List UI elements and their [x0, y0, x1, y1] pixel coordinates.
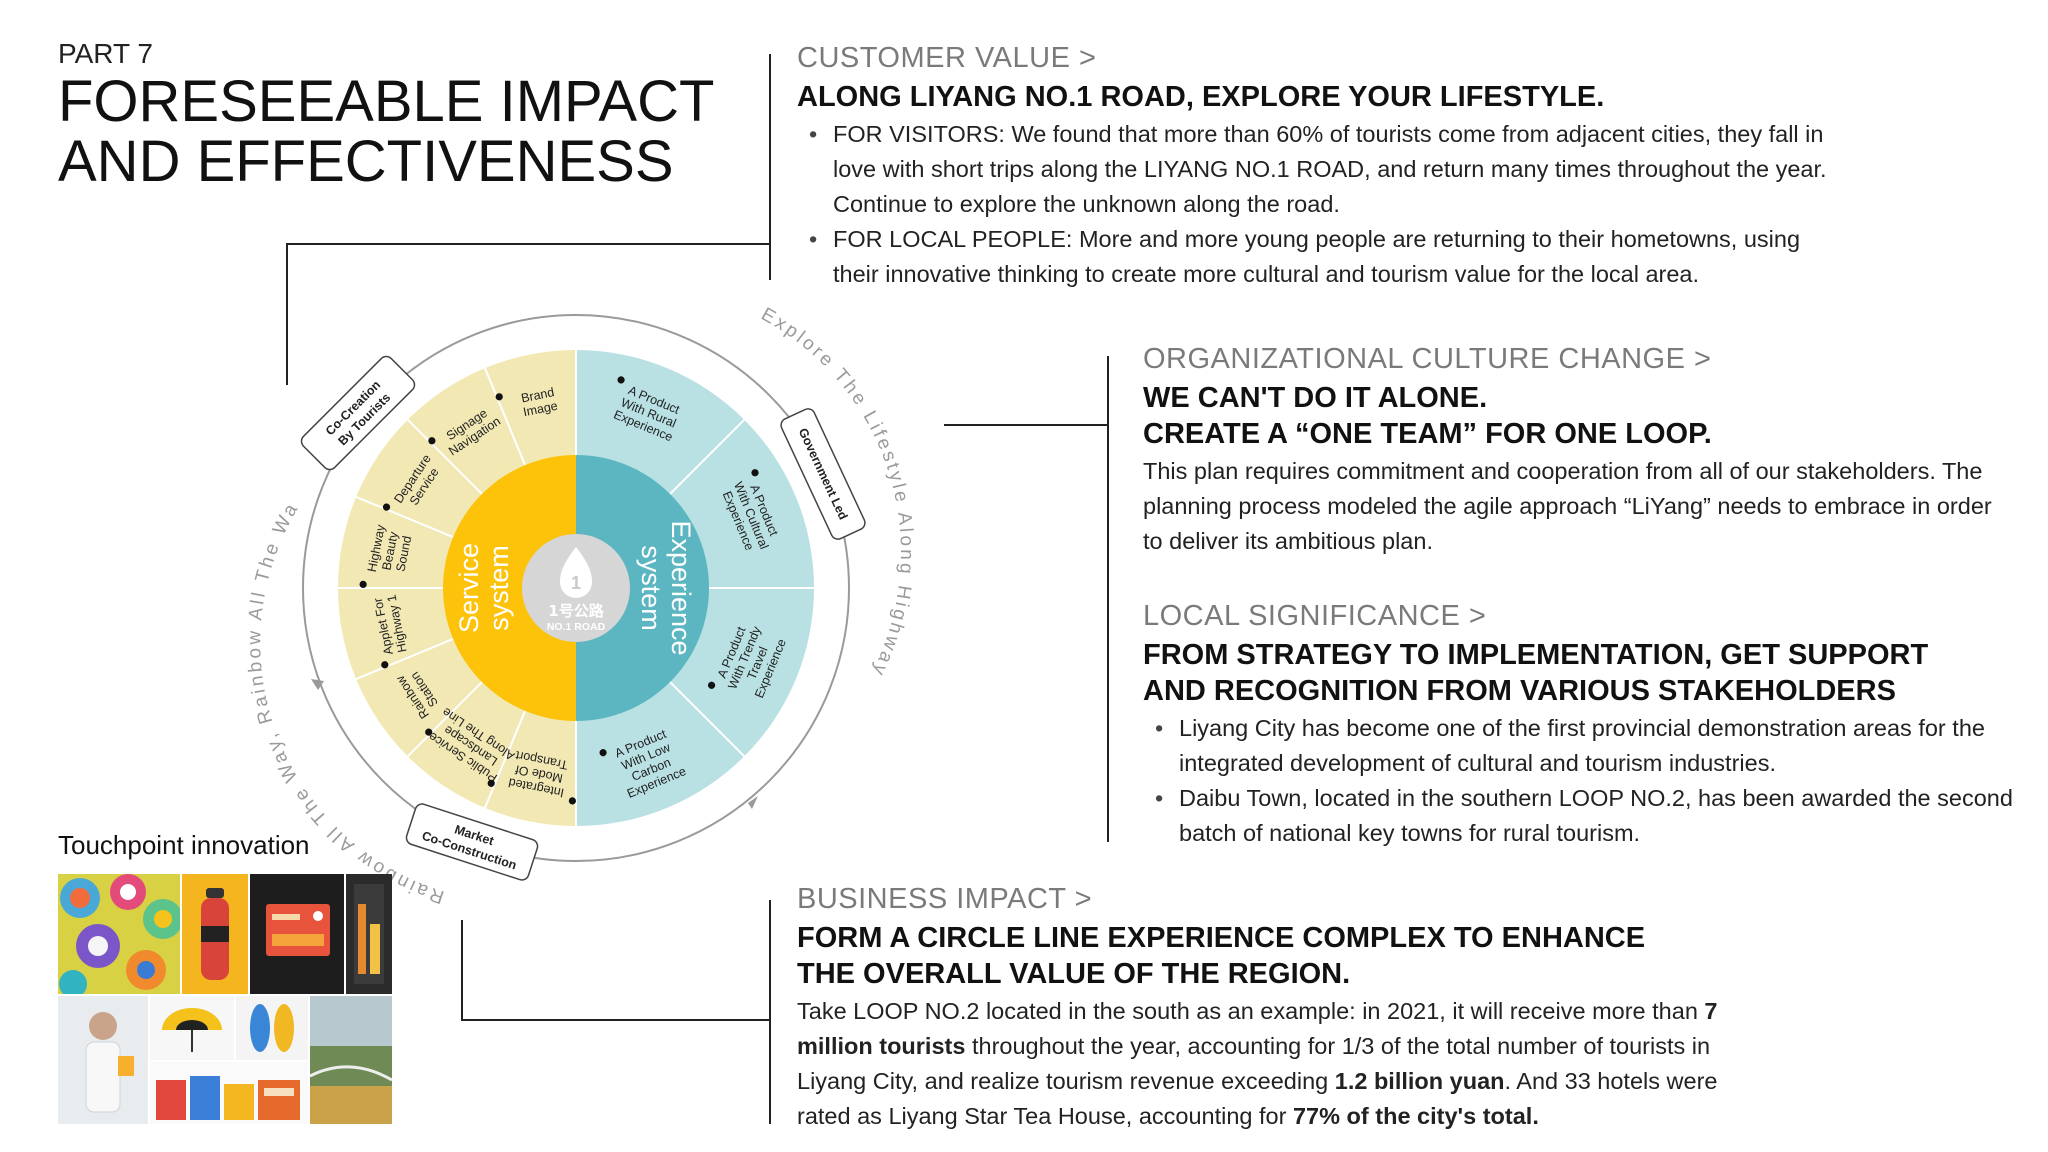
outer-loop-ring [302, 314, 850, 862]
customer-value-label: CUSTOMER VALUE > [797, 42, 1097, 74]
org-culture-body: This plan requires commitment and cooper… [1143, 458, 1992, 554]
business-impact-text-3: . And 33 hotels were rated as Liyang Sta… [797, 1068, 1718, 1129]
bullet-dot [428, 437, 436, 445]
center-label-cn: 1号公路 [548, 602, 604, 620]
collage-landscape-tile [310, 996, 392, 1124]
business-impact-highlight-tourists: 7 million tourists [797, 998, 1718, 1059]
loop-arrow-right [748, 796, 758, 809]
customer-value-bullet-locals: FOR LOCAL PEOPLE: More and more young pe… [809, 222, 1833, 292]
local-significance-bullet-1: Liyang City has become one of the first … [1155, 711, 2019, 781]
collage-pattern-tile [58, 874, 180, 994]
local-significance-label: LOCAL SIGNIFICANCE > [1143, 600, 1487, 632]
collage-package-tile [250, 874, 344, 994]
customer-value-section: CUSTOMER VALUE > ALONG LIYANG NO.1 ROAD,… [797, 42, 1837, 292]
segment-dividers [338, 350, 814, 826]
segment-divider [355, 495, 454, 539]
svg-text:Brand: Brand [520, 385, 555, 405]
bullet-dot [381, 661, 389, 669]
touchpoint-title: Touchpoint innovation [58, 830, 310, 860]
service-inner-half [443, 455, 576, 721]
segment-divider [407, 419, 483, 495]
customer-value-bullet-visitors: FOR VISITORS: We found that more than 60… [809, 117, 1833, 222]
divider-org-culture [1107, 356, 1109, 842]
experience-inner-half [576, 455, 709, 721]
experience-system-label: Experience system [636, 520, 696, 655]
collage-bags-tile [150, 1062, 308, 1124]
collage-person-tile [58, 996, 148, 1124]
collage-signage-tile [346, 874, 392, 994]
page-title-line-1: FORESEEABLE IMPACT [58, 69, 715, 134]
svg-text:Sound: Sound [393, 535, 414, 573]
bullet-dot [359, 580, 367, 588]
business-impact-label: BUSINESS IMPACT > [797, 883, 1093, 915]
page-title-line-2: AND EFFECTIVENESS [58, 129, 674, 194]
connector-customer-value-drop [286, 243, 288, 385]
business-impact-section: BUSINESS IMPACT > FORM A CIRCLE LINE EXP… [797, 883, 1777, 1134]
service-system-label: Service system [454, 543, 514, 633]
bullet-dot [495, 393, 503, 401]
svg-text:system: system [484, 545, 514, 631]
svg-text:Experience: Experience [666, 520, 696, 655]
connector-business-impact-rise [461, 920, 463, 1020]
collage-umbrella-tile [150, 996, 234, 1060]
bullet-dot [382, 503, 391, 511]
svg-text:Image: Image [522, 399, 559, 420]
part-label: PART 7 [58, 38, 153, 69]
connector-customer-value [286, 243, 770, 245]
business-impact-headline: FORM A CIRCLE LINE EXPERIENCE COMPLEX TO… [797, 922, 1646, 990]
bullet-dot [568, 797, 576, 805]
org-culture-headline-1: WE CAN'T DO IT ALONE. [1143, 382, 1488, 414]
business-impact-body: Take LOOP NO.2 located in the south as a… [797, 994, 1767, 1134]
segment-divider [483, 710, 527, 809]
local-significance-section: LOCAL SIGNIFICANCE > FROM STRATEGY TO IM… [1143, 600, 2023, 851]
loop-arrow-left [311, 679, 324, 690]
customer-value-bullets: FOR VISITORS: We found that more than 60… [797, 117, 1833, 292]
customer-value-headline: ALONG LIYANG NO.1 ROAD, EXPLORE YOUR LIF… [797, 81, 1605, 113]
divider-customer-value [769, 54, 771, 280]
segment-divider [407, 681, 483, 757]
connector-business-impact [461, 1019, 770, 1021]
connector-org-culture [944, 424, 1108, 426]
segment-divider [669, 419, 745, 495]
center-logo-icon: 1 [560, 547, 592, 598]
business-impact-text-1: Take LOOP NO.2 located in the south as a… [797, 998, 1705, 1024]
org-culture-label: ORGANIZATIONAL CULTURE CHANGE > [1143, 343, 1712, 375]
center-label-en: NO.1 ROAD [547, 621, 606, 633]
local-significance-bullets: Liyang City has become one of the first … [1143, 711, 2019, 851]
org-culture-headline-2: CREATE A “ONE TEAM” FOR ONE LOOP. [1143, 418, 1712, 450]
local-significance-bullet-2: Daibu Town, located in the southern LOOP… [1155, 781, 2019, 851]
tag-market-co-construction: Market Co-Construction [405, 803, 539, 881]
bullet-dot [751, 469, 759, 477]
bullet-dot [599, 749, 607, 757]
segment-divider [669, 681, 745, 757]
business-impact-text-2: throughout the year, accounting for 1/3 … [797, 1033, 1711, 1094]
bullet-dot [425, 728, 433, 736]
divider-business-impact [769, 900, 771, 1124]
segment-divider [355, 637, 454, 681]
svg-text:Service: Service [454, 543, 484, 633]
collage-sandals-tile [236, 996, 308, 1060]
business-impact-highlight-share: 77% of the city's total. [1292, 1103, 1539, 1129]
svg-text:1: 1 [571, 573, 581, 593]
local-significance-headline: FROM STRATEGY TO IMPLEMENTATION, GET SUP… [1143, 639, 1929, 707]
segment-divider [483, 367, 527, 466]
business-impact-highlight-revenue: 1.2 billion yuan [1334, 1068, 1505, 1094]
bullet-dot [617, 376, 625, 384]
org-culture-section: ORGANIZATIONAL CULTURE CHANGE > WE CAN'T… [1143, 343, 2023, 559]
svg-text:system: system [636, 545, 666, 631]
touchpoint-collage [58, 874, 392, 1124]
bullet-dot [707, 681, 716, 689]
collage-bottle-tile [182, 874, 248, 994]
bullet-dot [487, 779, 495, 787]
page-title: FORESEEABLE IMPACT AND EFFECTIVENESS [58, 72, 778, 192]
